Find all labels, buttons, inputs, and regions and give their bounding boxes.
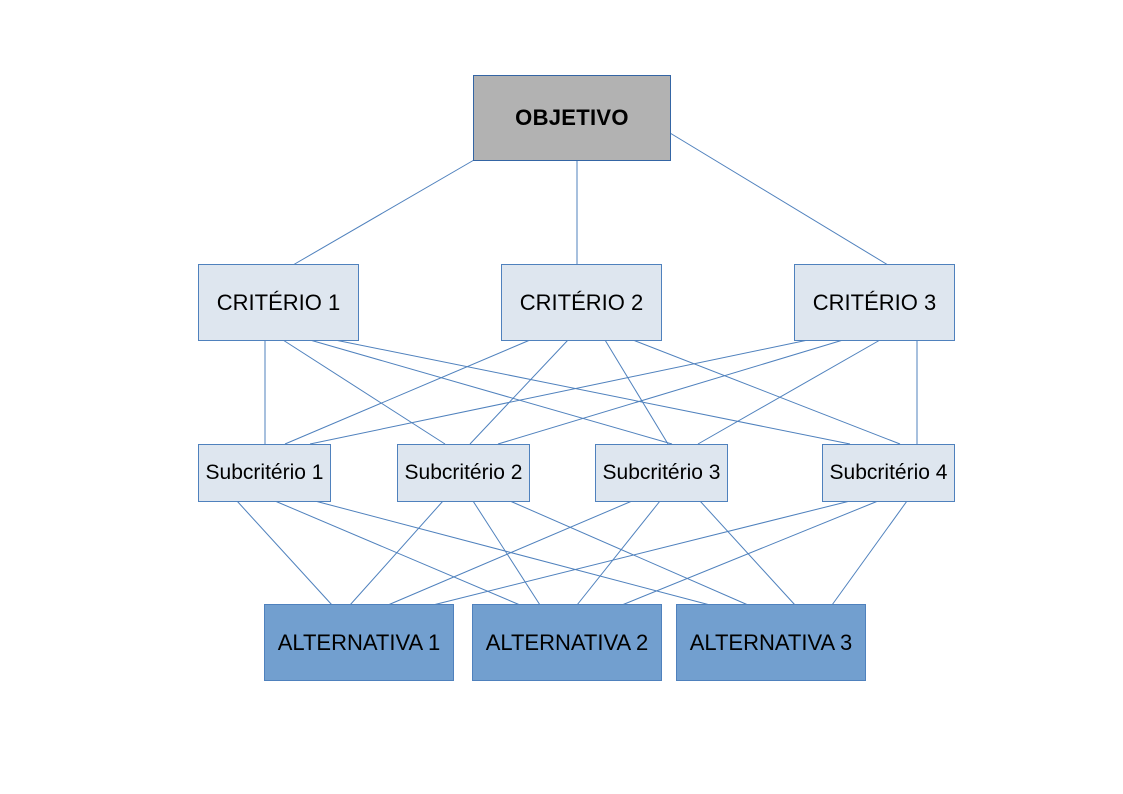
criterion-node-1: CRITÉRIO 1 <box>198 264 359 341</box>
link-sub-4-alt-2 <box>621 500 879 606</box>
link-sub-4-alt-1 <box>432 500 851 606</box>
subcriterion-label: Subcritério 4 <box>829 461 948 484</box>
alternative-node-1: ALTERNATIVA 1 <box>264 604 454 681</box>
link-sub-2-alt-3 <box>509 500 749 606</box>
link-sub-3-alt-2 <box>576 500 661 606</box>
link-sub-2-alt-2 <box>472 500 541 606</box>
link-criterion-2-sub-1 <box>284 339 531 445</box>
goal-label: OBJETIVO <box>515 105 629 130</box>
link-criterion-3-sub-3 <box>697 339 881 445</box>
link-sub-3-alt-1 <box>387 500 633 606</box>
link-sub-1-alt-2 <box>274 500 521 606</box>
subcriterion-node-1: Subcritério 1 <box>198 444 331 502</box>
subcriterion-node-2: Subcritério 2 <box>397 444 530 502</box>
link-criterion-1-sub-4 <box>334 339 851 445</box>
link-sub-2-alt-1 <box>349 500 444 606</box>
subcriterion-label: Subcritério 2 <box>404 461 523 484</box>
subcriterion-node-3: Subcritério 3 <box>595 444 728 502</box>
link-criterion-3-sub-1 <box>309 339 809 445</box>
link-criterion-2-sub-4 <box>632 339 901 445</box>
link-sub-3-alt-3 <box>699 500 796 606</box>
link-criterion-1-sub-2 <box>282 339 446 445</box>
criterion-label: CRITÉRIO 1 <box>216 289 341 315</box>
criterion-node-3: CRITÉRIO 3 <box>794 264 955 341</box>
alternative-label: ALTERNATIVA 2 <box>485 629 649 655</box>
alternative-node-3: ALTERNATIVA 3 <box>676 604 866 681</box>
link-criterion-3-sub-2 <box>497 339 844 445</box>
alternative-label: ALTERNATIVA 1 <box>277 629 441 655</box>
link-goal-criterion-3 <box>669 132 889 266</box>
criterion-node-2: CRITÉRIO 2 <box>501 264 662 341</box>
subcriterion-label: Subcritério 1 <box>205 461 324 484</box>
link-criterion-1-sub-3 <box>309 339 673 445</box>
alternative-label: ALTERNATIVA 3 <box>689 629 853 655</box>
goal-node: OBJETIVO <box>473 75 671 161</box>
subcriterion-node-4: Subcritério 4 <box>822 444 955 502</box>
link-sub-1-alt-1 <box>236 500 333 606</box>
link-goal-criterion-1 <box>292 159 475 266</box>
criterion-label: CRITÉRIO 2 <box>519 289 644 315</box>
criterion-label: CRITÉRIO 3 <box>812 289 937 315</box>
link-criterion-2-sub-3 <box>604 339 669 445</box>
link-criterion-2-sub-2 <box>469 339 569 445</box>
alternative-node-2: ALTERNATIVA 2 <box>472 604 662 681</box>
subcriterion-label: Subcritério 3 <box>602 461 721 484</box>
link-sub-4-alt-3 <box>831 500 908 606</box>
link-sub-1-alt-3 <box>314 500 711 606</box>
